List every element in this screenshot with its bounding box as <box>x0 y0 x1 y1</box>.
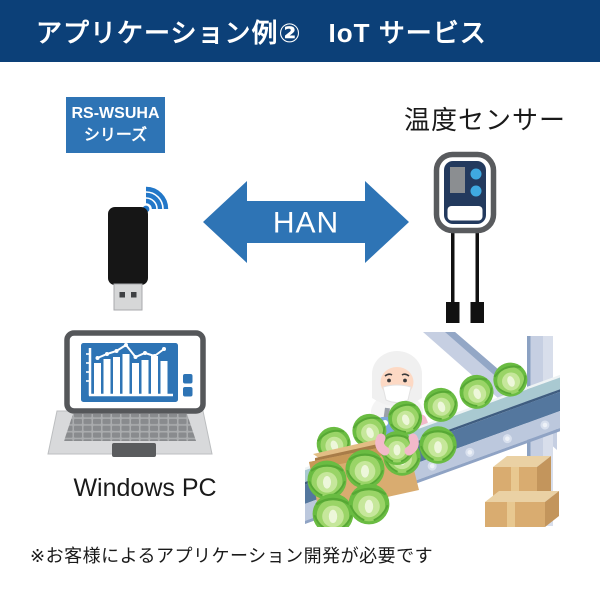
dongle-body <box>108 207 148 285</box>
worker-mask <box>382 384 412 403</box>
laptop-keyboard <box>64 414 196 441</box>
series-badge-line2: シリーズ <box>83 127 148 144</box>
cabbage <box>306 459 348 501</box>
han-arrow: HAN <box>203 181 409 263</box>
stacked-cardboard-boxes <box>485 456 559 527</box>
windows-pc-label: Windows PC <box>73 474 217 502</box>
footer-note: ※お客様によるアプリケーション開発が必要です <box>30 546 434 566</box>
han-arrow-label: HAN <box>273 207 339 240</box>
cabbage <box>418 425 458 465</box>
sensor-display <box>450 167 465 193</box>
cabbage-row-front <box>306 425 458 527</box>
series-badge-line1: RS-WSUHA <box>71 105 160 123</box>
laptop-touchpad <box>112 443 156 457</box>
cabbage <box>347 482 391 526</box>
factory-illustration <box>305 332 560 527</box>
temp-sensor-label: 温度センサー <box>403 105 566 135</box>
sensor-button <box>470 185 482 197</box>
screen-widget <box>183 387 193 397</box>
screen-widget <box>183 374 193 384</box>
series-badge: RS-WSUHA シリーズ <box>66 97 165 153</box>
double-headed-arrow <box>203 181 409 263</box>
sensor-button <box>470 168 482 180</box>
laptop-illustration <box>47 330 213 457</box>
header-bar: アプリケーション例② IoT サービス <box>0 0 600 62</box>
usb-connector <box>113 283 143 311</box>
cabbage <box>344 448 386 490</box>
sensor-probe <box>470 302 484 323</box>
page-title: アプリケーション例② IoT サービス <box>36 17 487 48</box>
mini-bar-chart <box>86 343 173 397</box>
sensor-probe <box>446 302 460 323</box>
temp-sensor-illustration <box>433 151 497 323</box>
usb-dongle-illustration <box>108 186 169 311</box>
